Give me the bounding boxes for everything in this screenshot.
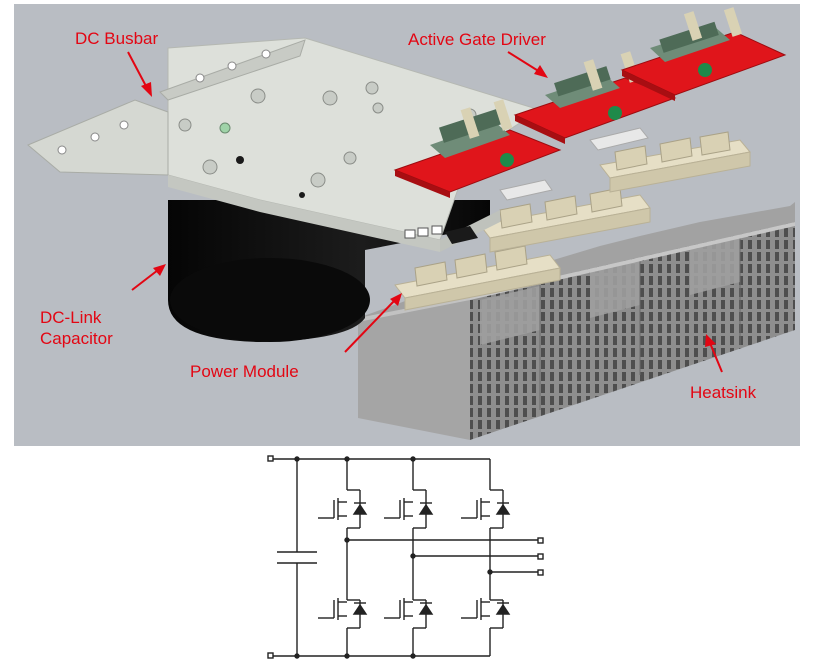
gate-driver-boards (393, 7, 787, 201)
switch-symbol (318, 498, 368, 520)
heatsink (358, 202, 795, 440)
label-dc-link: DC-Link (40, 308, 102, 327)
phase-leg-2 (384, 456, 540, 659)
label-active-gate-driver: Active Gate Driver (408, 30, 546, 49)
switch-symbol (461, 598, 511, 620)
capacitor-arrow (131, 269, 159, 291)
inverter-schematic (267, 455, 544, 659)
phase-leg-3 (461, 459, 540, 656)
power-modules (394, 131, 751, 311)
ac-output-terminals (537, 537, 544, 576)
label-heatsink: Heatsink (690, 383, 757, 402)
phase-leg-1 (318, 456, 540, 659)
callout-arrows (127, 51, 723, 373)
dc-rails (267, 455, 490, 659)
dc-link-capacitor-symbol (277, 459, 317, 656)
label-power-module: Power Module (190, 362, 299, 381)
gate-driver-arrow (507, 51, 541, 73)
switch-symbol (461, 498, 511, 520)
module-arrow (344, 299, 396, 353)
busbar-arrow (127, 51, 148, 89)
heatsink-arrow (709, 342, 723, 373)
switch-symbol (318, 598, 368, 620)
switch-symbol (384, 598, 434, 620)
label-dc-busbar: DC Busbar (75, 29, 158, 48)
label-capacitor: Capacitor (40, 329, 113, 348)
switch-symbol (384, 498, 434, 520)
